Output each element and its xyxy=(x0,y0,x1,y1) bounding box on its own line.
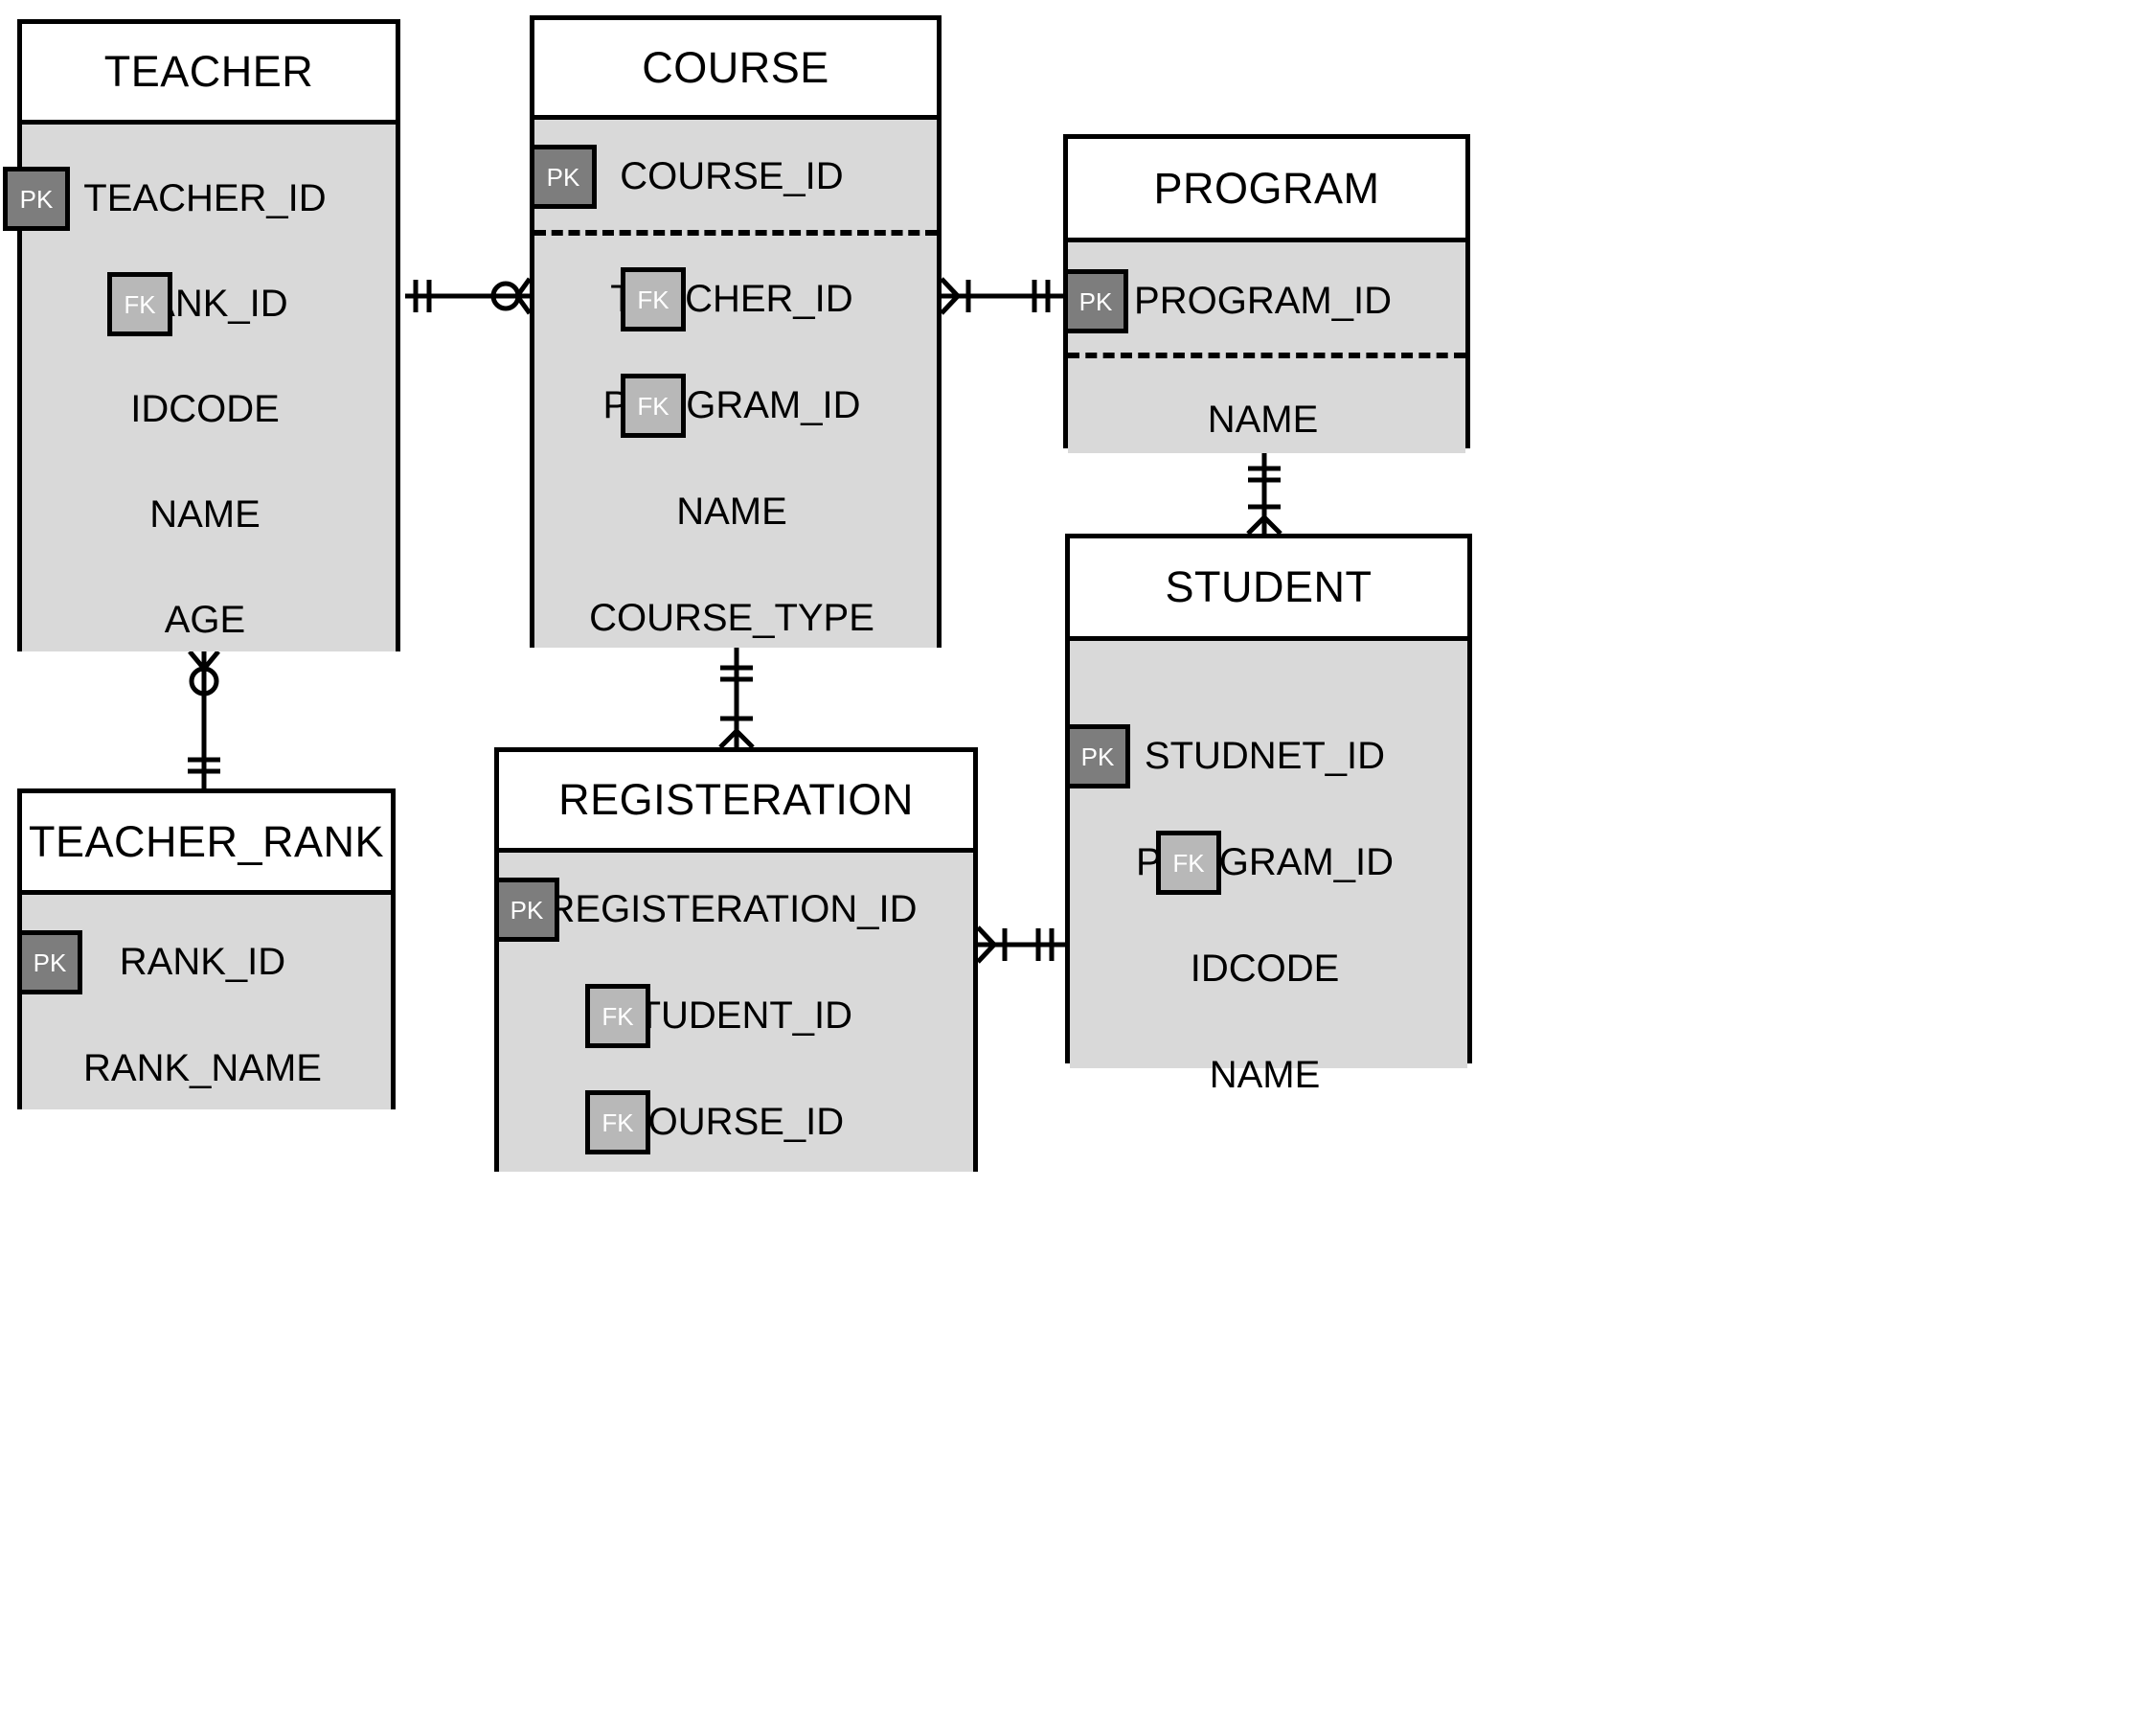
attribute-row[interactable]: FK PROGRAM_ID xyxy=(534,372,937,439)
entity-teacher-rank[interactable]: TEACHER_RANK PK RANK_ID RANK_NAME xyxy=(17,788,396,1109)
pk-badge: PK xyxy=(1063,269,1128,333)
attribute-row[interactable]: PK PROGRAM_ID xyxy=(1063,267,1465,334)
entity-teacher-rank-attributes: PK RANK_ID RANK_NAME xyxy=(17,895,391,1109)
fk-badge: FK xyxy=(585,984,650,1048)
attribute-label: NAME xyxy=(149,492,261,536)
entity-registeration-attributes: PK REGISTERATION_ID FK STUDENT_ID FK COU… xyxy=(494,853,973,1172)
attribute-label: COURSE_TYPE xyxy=(589,596,874,639)
attribute-row[interactable]: PK RANK_ID xyxy=(17,928,391,995)
pk-badge: PK xyxy=(494,878,559,942)
entity-student[interactable]: STUDENT PK STUDNET_ID FK PROGRAM_ID IDCO… xyxy=(1065,534,1472,1096)
relationship-program-student[interactable] xyxy=(1246,447,1282,536)
pk-badge-label: PK xyxy=(33,948,67,977)
attribute-label: TEACHER_ID xyxy=(83,176,327,219)
attribute-row[interactable]: PK TEACHER_ID xyxy=(3,165,396,232)
entity-teacher-title: TEACHER xyxy=(22,24,396,125)
pk-badge-label: PK xyxy=(1078,286,1113,316)
fk-badge-label: FK xyxy=(637,391,669,421)
entity-program[interactable]: PROGRAM PK PROGRAM_ID NAME xyxy=(1063,134,1470,453)
fk-badge: FK xyxy=(621,267,686,331)
attribute-row[interactable]: PK STUDNET_ID xyxy=(1065,722,1467,789)
fk-badge: FK xyxy=(107,272,172,336)
attribute-row[interactable]: NAME xyxy=(534,478,937,545)
relationship-teacher-course[interactable] xyxy=(405,277,533,315)
attribute-label: STUDENT_ID xyxy=(611,994,853,1037)
fk-badge-label: FK xyxy=(124,289,156,319)
fk-badge: FK xyxy=(1156,831,1221,895)
fk-badge-label: FK xyxy=(1172,848,1205,878)
attribute-row[interactable]: PK REGISTERATION_ID xyxy=(494,876,973,943)
attribute-row[interactable]: COURSE_TYPE xyxy=(534,584,937,651)
entity-course-name: COURSE xyxy=(642,42,829,92)
attribute-label: NAME xyxy=(676,490,787,533)
attribute-label: TEACHER_ID xyxy=(610,277,853,320)
attribute-label: COURSE_ID xyxy=(620,154,844,197)
attribute-label: AGE xyxy=(164,598,246,641)
entity-registeration[interactable]: REGISTERATION PK REGISTERATION_ID FK STU… xyxy=(494,747,978,1172)
entity-program-name: PROGRAM xyxy=(1153,163,1380,213)
entity-program-title: PROGRAM xyxy=(1068,139,1465,242)
attribute-row[interactable]: IDCODE xyxy=(1070,935,1467,1002)
entity-course[interactable]: COURSE PK COURSE_ID FK TEACHER_ID FK PRO xyxy=(530,15,942,648)
attribute-row[interactable]: AGE xyxy=(22,586,396,653)
pk-badge: PK xyxy=(530,145,597,209)
attribute-row[interactable]: NAME xyxy=(22,481,396,548)
entity-teacher-rank-name: TEACHER_RANK xyxy=(28,816,385,866)
attribute-label: REGISTERATION_ID xyxy=(547,887,918,930)
pk-badge-label: PK xyxy=(546,162,580,192)
attribute-row[interactable]: FK PROGRAM_ID xyxy=(1070,829,1467,896)
attribute-row[interactable]: FK COURSE_ID xyxy=(499,1088,973,1155)
relationship-teacher-teacherrank[interactable] xyxy=(188,650,220,788)
relationship-course-registeration[interactable] xyxy=(718,648,755,749)
pk-badge: PK xyxy=(3,167,70,231)
entity-student-attributes: PK STUDNET_ID FK PROGRAM_ID IDCODE NAME xyxy=(1065,641,1467,1096)
pk-badge: PK xyxy=(1065,724,1130,788)
entity-course-attributes: PK COURSE_ID FK TEACHER_ID FK PROGRAM_ID… xyxy=(530,120,937,651)
pk-separator xyxy=(534,230,937,236)
attribute-label: IDCODE xyxy=(1190,947,1340,990)
attribute-label: PROGRAM_ID xyxy=(602,383,861,426)
entity-teacher[interactable]: TEACHER PK TEACHER_ID FK RANK_ID IDCODE … xyxy=(3,19,400,653)
attribute-label: PROGRAM_ID xyxy=(1134,279,1392,322)
entity-registeration-name: REGISTERATION xyxy=(558,775,914,824)
fk-badge: FK xyxy=(621,374,686,438)
attribute-label: RANK_ID xyxy=(119,940,286,983)
attribute-row[interactable]: NAME xyxy=(1068,386,1465,453)
attribute-label: NAME xyxy=(1207,398,1319,441)
attribute-label: PROGRAM_ID xyxy=(1136,840,1394,883)
entity-student-title: STUDENT xyxy=(1070,538,1467,641)
pk-badge: PK xyxy=(17,930,82,994)
attribute-row[interactable]: NAME xyxy=(1070,1041,1467,1108)
entity-course-title: COURSE xyxy=(534,20,937,120)
attribute-label: NAME xyxy=(1209,1053,1321,1096)
pk-badge-label: PK xyxy=(19,184,54,214)
relationship-registeration-student[interactable] xyxy=(976,925,1065,964)
fk-badge-label: FK xyxy=(637,285,669,314)
attribute-row[interactable]: FK STUDENT_ID xyxy=(499,982,973,1049)
pk-badge-label: PK xyxy=(510,895,544,925)
attribute-row[interactable]: PK COURSE_ID xyxy=(530,143,937,210)
attribute-row[interactable]: FK RANK_ID xyxy=(22,270,396,337)
attribute-row[interactable]: FK TEACHER_ID xyxy=(534,265,937,332)
fk-badge: FK xyxy=(585,1090,650,1154)
entity-program-attributes: PK PROGRAM_ID NAME xyxy=(1063,242,1465,453)
attribute-label: COURSE_ID xyxy=(620,1100,845,1143)
attribute-label: RANK_ID xyxy=(122,282,288,325)
entity-registeration-title: REGISTERATION xyxy=(499,752,973,853)
entity-teacher-rank-title: TEACHER_RANK xyxy=(22,793,391,895)
entity-student-name: STUDENT xyxy=(1165,562,1373,611)
attribute-label: STUDNET_ID xyxy=(1144,734,1386,777)
entity-teacher-name: TEACHER xyxy=(103,47,314,96)
attribute-label: RANK_NAME xyxy=(83,1046,322,1089)
relationship-course-program[interactable] xyxy=(940,277,1063,315)
pk-separator xyxy=(1068,353,1465,358)
attribute-label: IDCODE xyxy=(130,387,280,430)
attribute-row[interactable]: IDCODE xyxy=(22,376,396,443)
entity-teacher-attributes: PK TEACHER_ID FK RANK_ID IDCODE NAME AGE xyxy=(3,125,396,653)
fk-badge-label: FK xyxy=(601,1108,634,1137)
fk-badge-label: FK xyxy=(601,1001,634,1031)
attribute-row[interactable]: RANK_NAME xyxy=(22,1035,391,1102)
pk-badge-label: PK xyxy=(1080,742,1115,771)
